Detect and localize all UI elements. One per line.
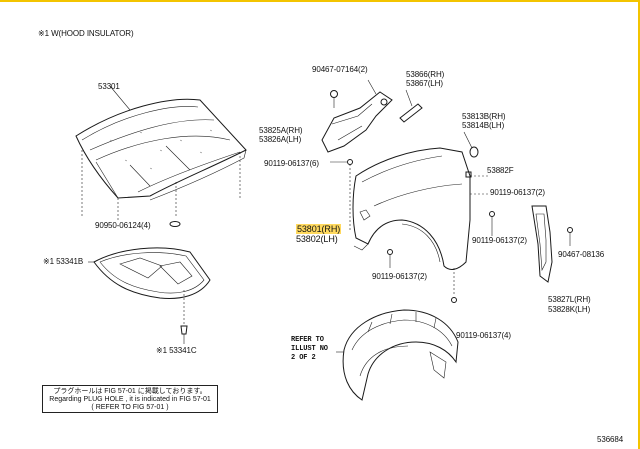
refer-line3: 2 OF 2 bbox=[291, 354, 316, 362]
part-label-seal-rh[interactable]: 53866(RH) bbox=[406, 70, 445, 79]
fender-cushion-drawing[interactable] bbox=[463, 131, 479, 158]
part-label-insulator-pad[interactable]: 53882F bbox=[487, 166, 514, 175]
right-border bbox=[638, 0, 640, 449]
part-label-bolt-bottom[interactable]: 90119-06137(2) bbox=[372, 272, 427, 281]
fender-bracket-drawing[interactable] bbox=[321, 79, 393, 153]
hood-drawing[interactable] bbox=[75, 85, 247, 227]
refer-line2: ILLUST NO bbox=[291, 345, 328, 353]
part-label-bracket-rh[interactable]: 53825A(RH) bbox=[259, 126, 303, 135]
part-label-bolt-right2[interactable]: 90119-06137(2) bbox=[472, 236, 527, 245]
part-label-liner-rh[interactable]: 53827L(RH) bbox=[548, 295, 591, 304]
front-fender-drawing[interactable] bbox=[330, 147, 495, 303]
part-label-bolt-liner[interactable]: 90119-06137(4) bbox=[456, 331, 511, 340]
part-label-fender-lh[interactable]: 53802(LH) bbox=[296, 234, 338, 244]
part-label-insulator[interactable]: ※1 53341B bbox=[43, 257, 84, 266]
part-label-bracket-lh[interactable]: 53826A(LH) bbox=[259, 135, 302, 144]
part-label-seal-lh[interactable]: 53867(LH) bbox=[406, 79, 443, 88]
part-label-bracket-clip[interactable]: 90467-07164(2) bbox=[312, 65, 368, 74]
hood-insulator-drawing[interactable] bbox=[88, 247, 211, 344]
header-note: ※1 W(HOOD INSULATOR) bbox=[38, 29, 134, 38]
wheel-liner-drawing[interactable] bbox=[336, 309, 459, 401]
top-border bbox=[0, 0, 640, 2]
plug-hole-note: プラグホールは FIG 57-01 に掲載しております。 Regarding P… bbox=[42, 385, 218, 413]
fender-seal-drawing[interactable] bbox=[399, 89, 423, 123]
part-label-cushion-lh[interactable]: 53814B(LH) bbox=[462, 121, 505, 130]
part-label-bolt-right1[interactable]: 90119-06137(2) bbox=[490, 188, 545, 197]
part-label-hood-clip[interactable]: 90950-06124(4) bbox=[95, 221, 151, 230]
part-label-fender-rh[interactable]: 53801(RH) bbox=[296, 224, 342, 234]
refer-line1: REFER TO bbox=[291, 336, 324, 344]
part-label-hood[interactable]: 53301 bbox=[98, 82, 120, 91]
part-label-bolt-top[interactable]: 90119-06137(6) bbox=[264, 159, 319, 168]
fender-liner-side-drawing[interactable] bbox=[531, 205, 573, 283]
note-japanese: プラグホールは FIG 57-01 に掲載しております。 bbox=[53, 388, 207, 395]
part-label-clip-right[interactable]: 90467-08136 bbox=[558, 250, 605, 259]
diagram-id: 536684 bbox=[597, 435, 624, 444]
note-english: Regarding PLUG HOLE , it is indicated in… bbox=[49, 396, 211, 403]
part-label-liner-lh[interactable]: 53828K(LH) bbox=[548, 305, 591, 314]
part-label-insulator-clip[interactable]: ※1 53341C bbox=[156, 346, 197, 355]
part-label-fender-rh-text: 53801(RH) bbox=[296, 224, 342, 234]
note-reference: ( REFER TO FIG 57-01 ) bbox=[91, 404, 169, 411]
part-label-cushion-rh[interactable]: 53813B(RH) bbox=[462, 112, 506, 121]
